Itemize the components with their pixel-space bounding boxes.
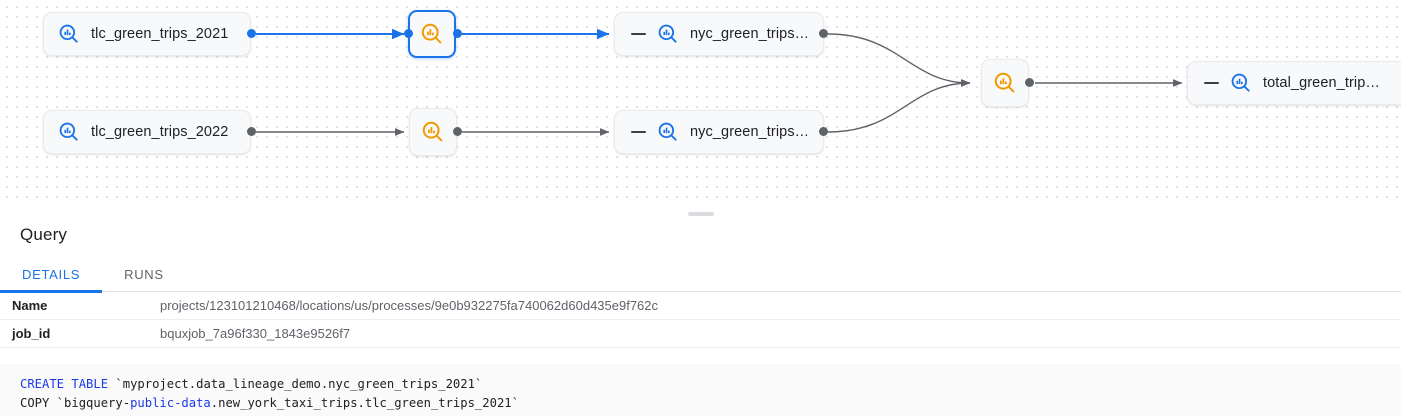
graph-node-total-green-trips[interactable]: total_green_trip… [1187,61,1401,105]
port-in-proc1[interactable] [404,29,413,38]
graph-node-process-1[interactable] [408,10,456,58]
port-out-tlc2022[interactable] [247,127,256,136]
bigquery-table-icon [658,122,677,141]
panel-resize-handle[interactable] [0,205,1401,219]
graph-node-label: total_green_trip… [1263,75,1380,91]
tab-bar: DETAILS RUNS [0,256,1401,293]
edge-nyc2022-proc3 [827,79,971,133]
graph-node-process-3[interactable] [981,59,1029,107]
bigquery-process-icon [422,121,443,142]
graph-node-label: nyc_green_trips… [690,124,807,140]
bigquery-table-icon [59,24,78,43]
property-value: projects/123101210468/locations/us/proce… [160,298,659,313]
tab-details[interactable]: DETAILS [0,256,103,293]
bigquery-table-icon [658,24,677,43]
sql-line2-rest: .new_york_taxi_trips.tlc_green_trips_202… [210,396,519,410]
sql-line2-prefix: COPY `bigquery- [20,396,131,410]
table-row: job_id bquxjob_7a96f330_1843e9526f7 [0,320,1401,348]
graph-node-process-2[interactable] [409,108,457,156]
edge-nyc2021-proc3 [827,33,971,87]
port-out-tlc2021[interactable] [247,29,256,38]
collapse-icon[interactable] [627,23,649,45]
port-out-nyc2022[interactable] [819,127,828,136]
sql-keyword: CREATE TABLE [20,377,109,391]
sql-code-text: CREATE TABLE `myproject.data_lineage_dem… [20,375,1401,413]
bigquery-process-icon [421,23,442,44]
graph-node-label: tlc_green_trips_2021 [91,26,229,42]
page-title: Query [20,225,68,244]
graph-node-label: nyc_green_trips… [690,26,807,42]
graph-node-nyc-green-trips-2022[interactable]: nyc_green_trips… [614,110,824,154]
property-key: job_id [12,326,51,341]
bigquery-table-icon [59,122,78,141]
property-value: bquxjob_7a96f330_1843e9526f7 [160,326,351,341]
sql-code-block: CREATE TABLE `myproject.data_lineage_dem… [0,364,1401,416]
sql-keyword: public-data [130,396,211,410]
bigquery-table-icon [1231,73,1250,92]
details-panel: Query DETAILS RUNS Name projects/1231012… [0,211,1401,417]
graph-node-tlc-green-trips-2021[interactable]: tlc_green_trips_2021 [43,12,251,56]
port-out-proc1[interactable] [453,29,462,38]
port-out-nyc2021[interactable] [819,29,828,38]
tab-runs[interactable]: RUNS [124,266,164,282]
bigquery-process-icon [994,72,1015,93]
lineage-graph-canvas[interactable]: tlc_green_trips_2021 n [0,0,1401,208]
properties-table: Name projects/123101210468/locations/us/… [0,292,1401,348]
collapse-icon[interactable] [627,121,649,143]
collapse-icon[interactable] [1200,72,1222,94]
port-out-proc3[interactable] [1025,78,1034,87]
property-key: Name [12,298,48,313]
graph-node-label: tlc_green_trips_2022 [91,124,229,140]
graph-node-tlc-green-trips-2022[interactable]: tlc_green_trips_2022 [43,110,251,154]
port-out-proc2[interactable] [453,127,462,136]
graph-node-nyc-green-trips-2021[interactable]: nyc_green_trips… [614,12,824,56]
sql-line1-rest: `myproject.data_lineage_demo.nyc_green_t… [108,377,483,391]
table-row: Name projects/123101210468/locations/us/… [0,292,1401,320]
resize-grip [687,212,714,216]
